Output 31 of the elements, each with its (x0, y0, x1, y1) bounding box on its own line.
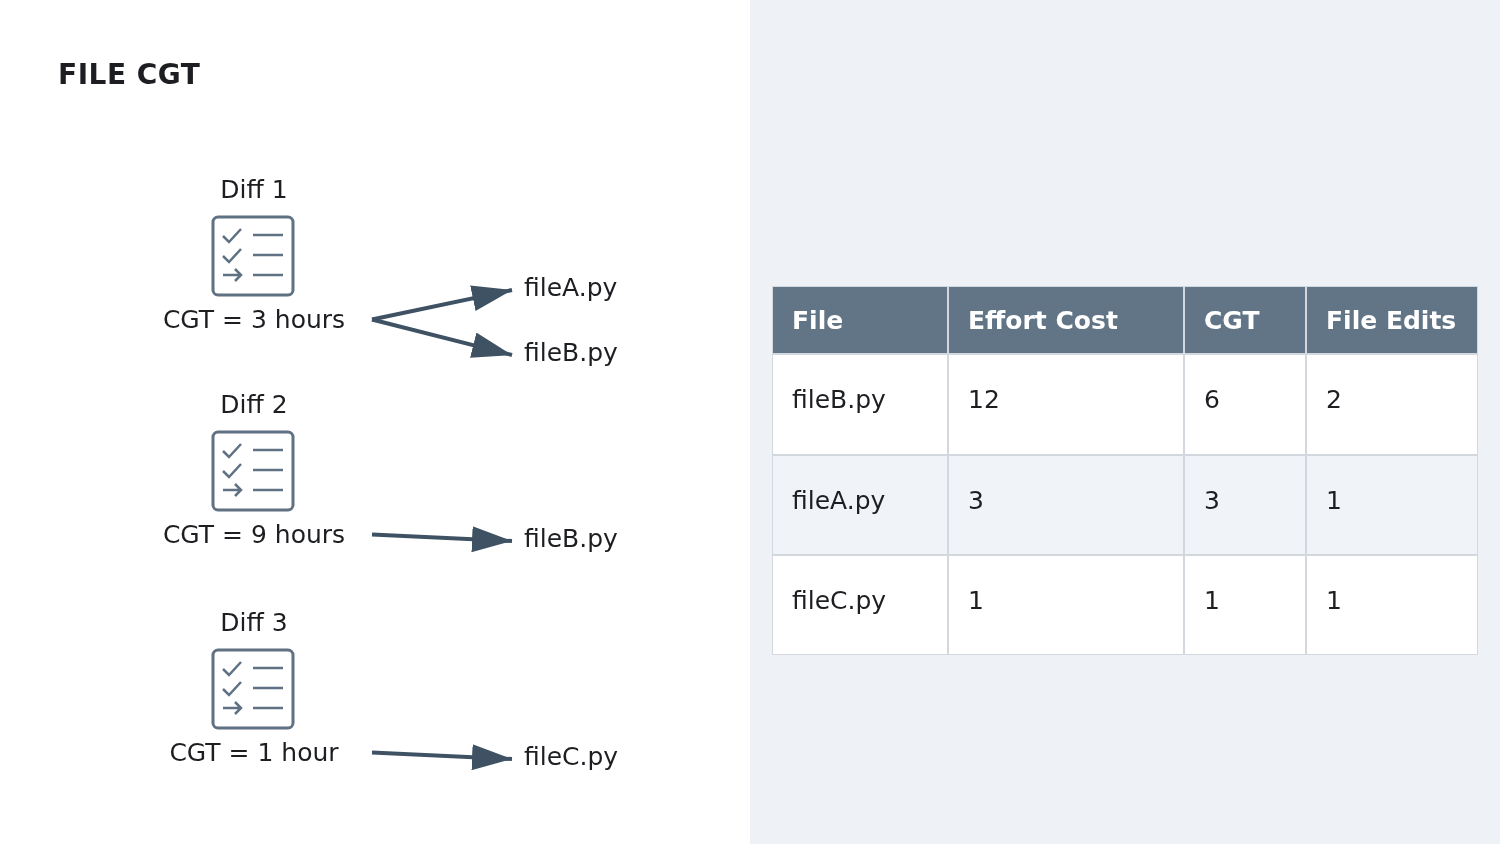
table-header-cell: CGT (1184, 286, 1306, 354)
table-cell: 2 (1306, 354, 1478, 455)
cgt-label: CGT = 9 hours (161, 520, 347, 549)
cgt-label: CGT = 1 hour (168, 738, 340, 767)
arrow (371, 744, 513, 771)
arrow (371, 317, 513, 358)
file-name: fileC.py (524, 740, 644, 774)
table-cell: 6 (1184, 354, 1306, 455)
table-cell: 1 (1306, 455, 1478, 555)
cgt-label: CGT = 3 hours (161, 305, 347, 334)
table-header-cell: Effort Cost (948, 286, 1184, 354)
table-header-cell: File (772, 286, 948, 354)
table-cell: fileA.py (772, 455, 948, 555)
table-cell: 12 (948, 354, 1184, 455)
diff-label: Diff 1 (219, 175, 289, 204)
file-name: fileA.py (524, 271, 644, 305)
table-cell: fileB.py (772, 354, 948, 455)
diff-label: Diff 3 (219, 608, 289, 637)
file-name: fileB.py (524, 336, 644, 370)
file-name: fileB.py (524, 522, 644, 556)
table-cell: 1 (1184, 555, 1306, 655)
diagram-title: FILE CGT (58, 58, 201, 91)
arrow (371, 526, 513, 553)
table-cell: 1 (1306, 555, 1478, 655)
table-header-cell: File Edits (1306, 286, 1478, 354)
diff-label: Diff 2 (219, 390, 289, 419)
table-cell: 1 (948, 555, 1184, 655)
table-cell: 3 (948, 455, 1184, 555)
table-cell: fileC.py (772, 555, 948, 655)
table-cell: 3 (1184, 455, 1306, 555)
arrow (371, 285, 513, 322)
